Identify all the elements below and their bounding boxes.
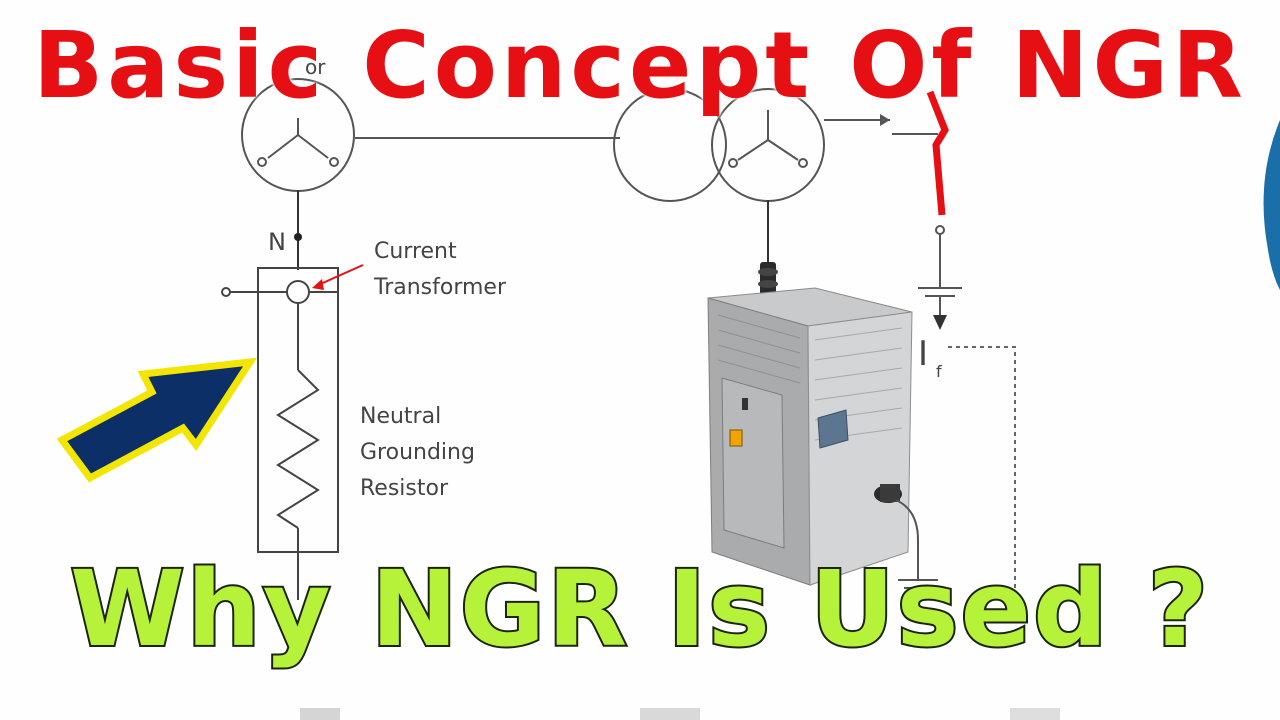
fault-current-label: I (918, 334, 928, 374)
ct-pointer (315, 264, 364, 287)
ct-label-line-1: Current (374, 239, 457, 264)
question-subtitle: Why NGR Is Used ? (68, 546, 1211, 672)
fault-current-subscript: f (936, 362, 942, 381)
transformer-symbol (613, 88, 825, 202)
bottom-artifact (300, 708, 340, 720)
ct-pointer-arrowhead-icon (312, 279, 324, 290)
fault-terminal (935, 225, 945, 235)
bottom-artifact (640, 708, 700, 720)
fault-return-path (948, 346, 1016, 610)
page-title: Basic Concept Of NGR (33, 12, 1247, 119)
earth-ground-icon (918, 234, 962, 315)
ct-terminal (221, 287, 231, 297)
neutral-point (294, 233, 302, 241)
fault-mark-icon (926, 90, 949, 216)
generator-symbol (241, 78, 355, 192)
highlight-arrow-icon (56, 357, 257, 483)
edge-decoration (1263, 120, 1280, 290)
neutral-label: N (268, 228, 286, 256)
generator-label: or (305, 55, 326, 79)
bottom-artifact (1010, 708, 1060, 720)
ct-label-line-2: Transformer (373, 275, 507, 300)
fault-current-arrow-icon (933, 315, 947, 330)
flow-arrow-icon (880, 114, 890, 126)
resistor-icon (276, 369, 320, 529)
ngr-label-line-1: Neutral (360, 404, 441, 429)
current-transformer-icon (286, 280, 310, 304)
ngr-cabinet-image (707, 200, 938, 589)
ngr-label-line-2: Grounding (360, 440, 475, 465)
ngr-label-line-3: Resistor (360, 476, 449, 501)
